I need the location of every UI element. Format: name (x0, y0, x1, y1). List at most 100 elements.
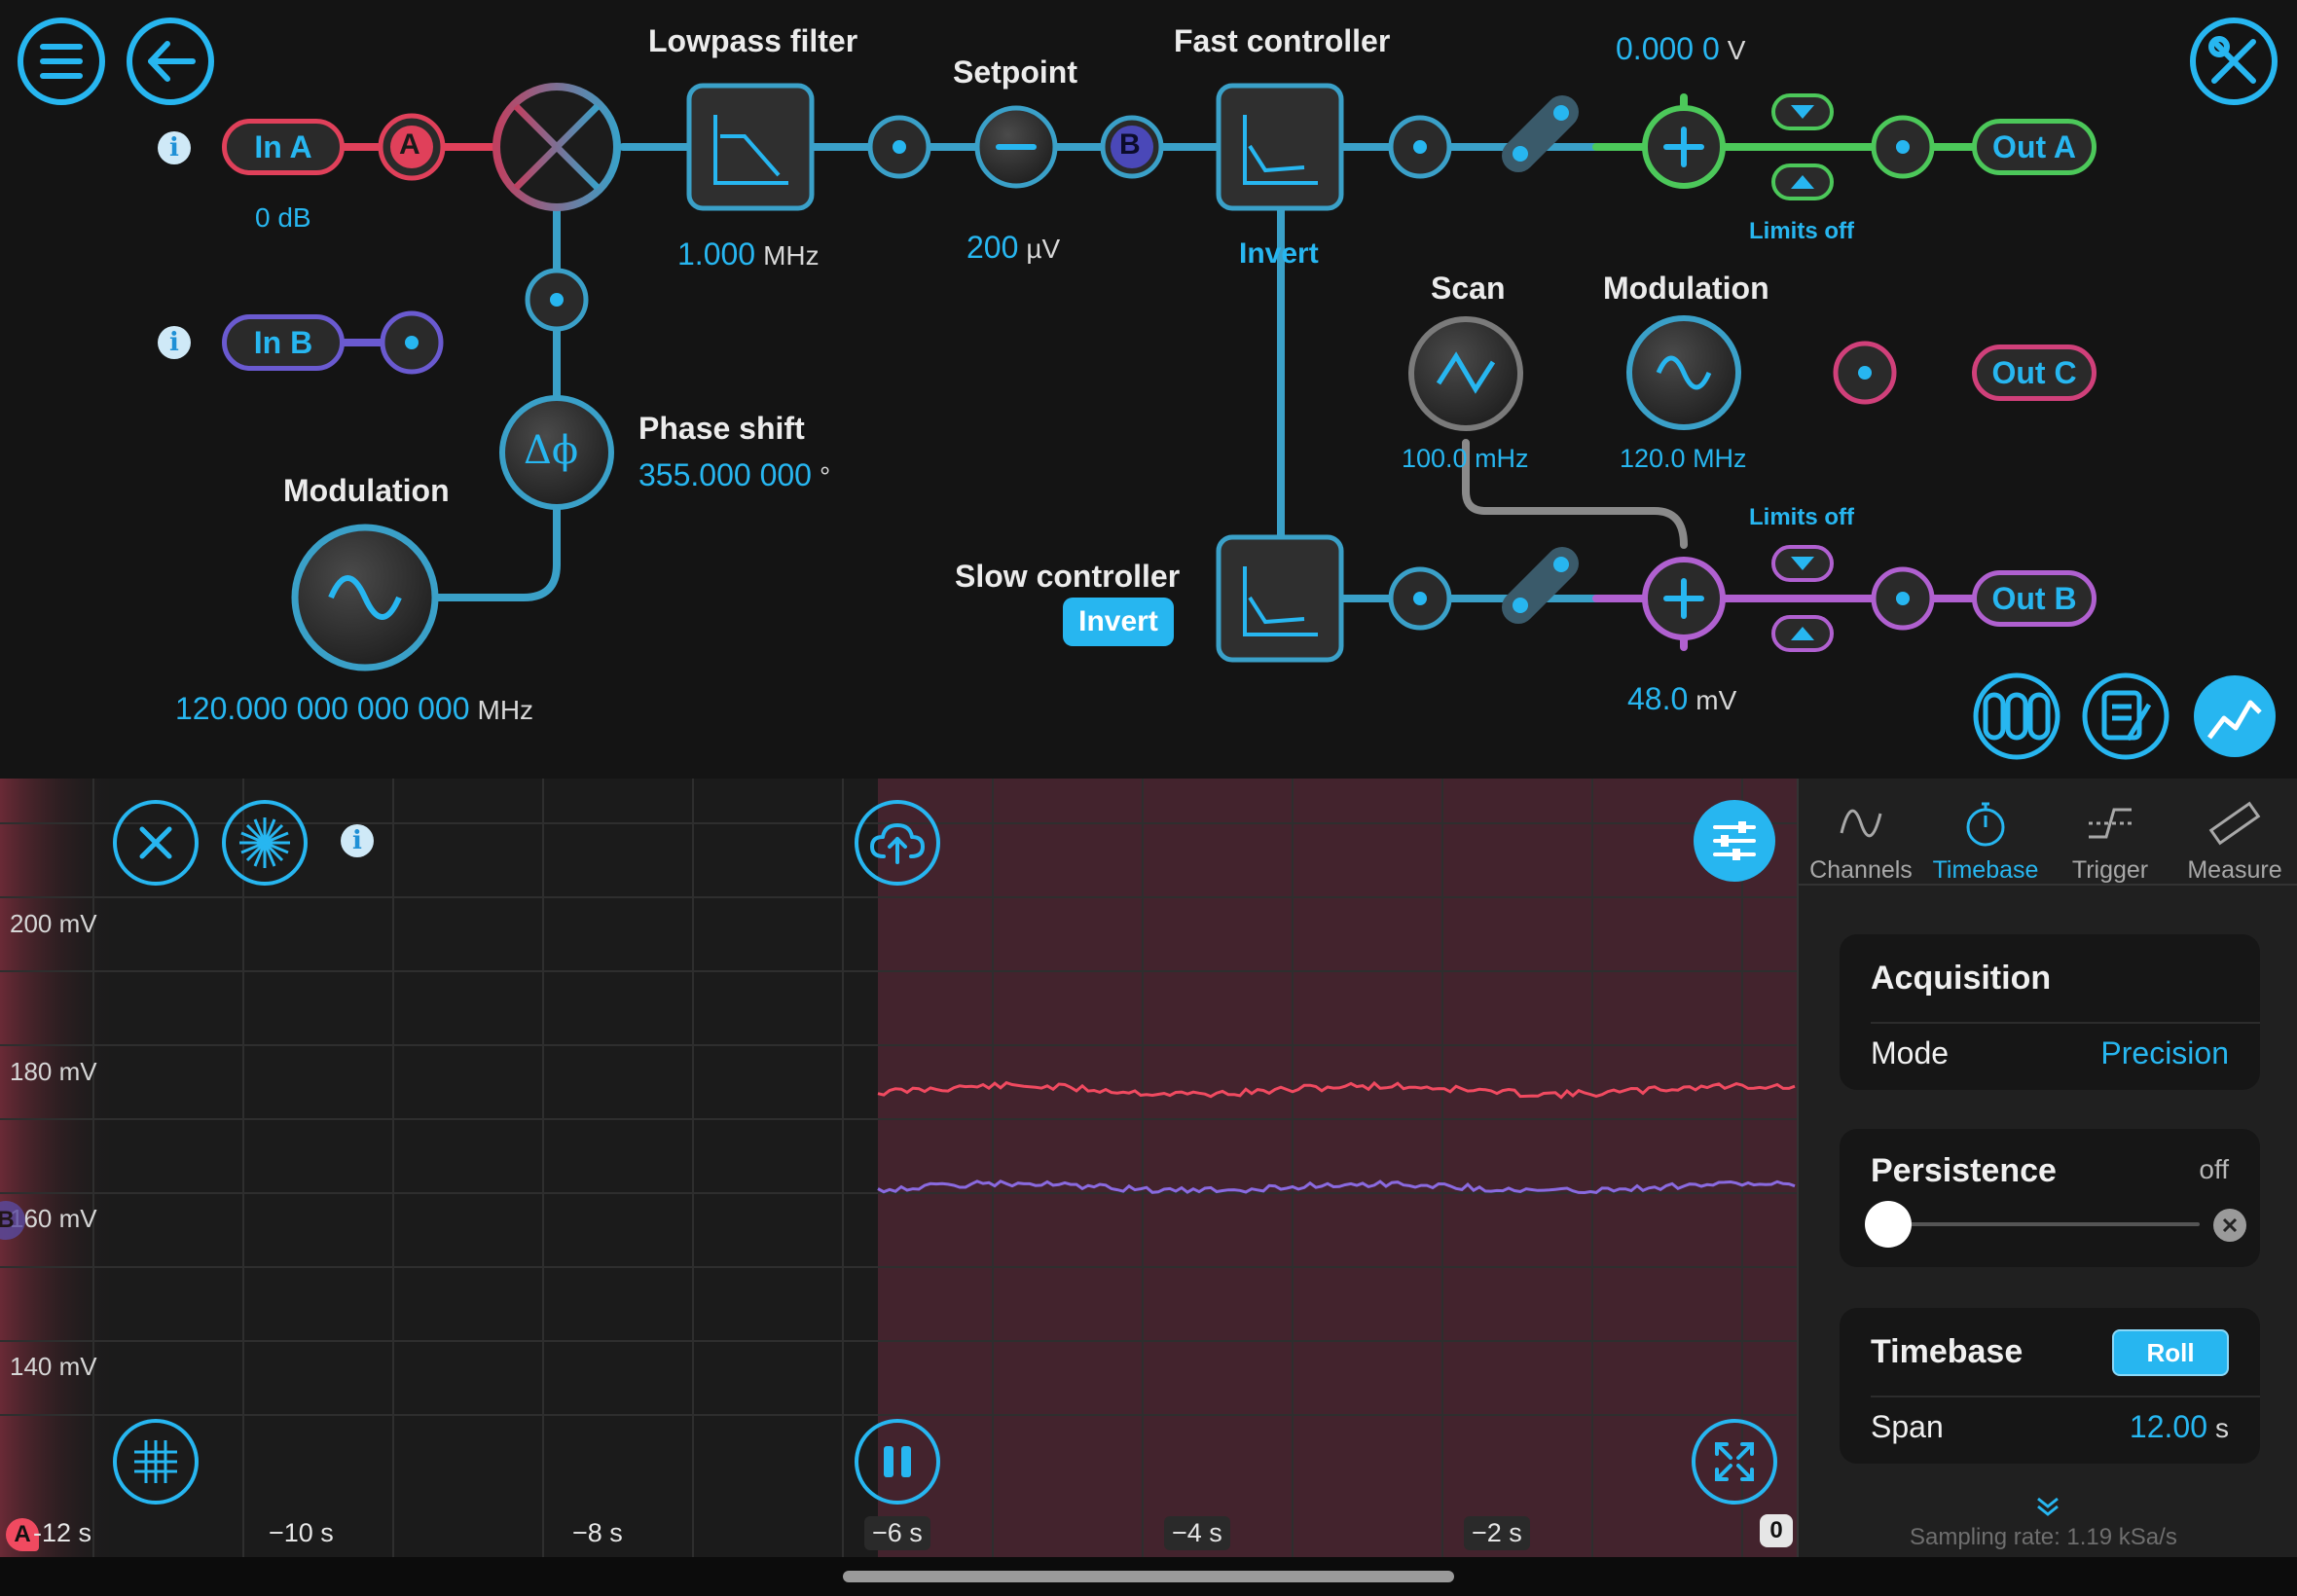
node-dot-1[interactable] (867, 115, 931, 179)
persistence-title: Persistence (1871, 1152, 2057, 1189)
tab-channels[interactable]: Channels (1799, 788, 1923, 886)
limits-b-label: Limits off (1749, 504, 1854, 530)
chevron-down-icon[interactable] (2028, 1493, 2067, 1522)
persistence-clear-button[interactable] (2213, 1209, 2246, 1242)
panels-button[interactable] (1973, 672, 2060, 760)
tab-timebase[interactable]: Timebase (1923, 788, 2048, 886)
marker-a[interactable] (378, 113, 446, 181)
phase-shift-readout[interactable]: 355.000 000° (638, 457, 831, 492)
span-label: Span (1871, 1409, 1944, 1444)
roll-button[interactable]: Roll (2112, 1329, 2229, 1376)
sampling-rate: Sampling rate: 1.19 kSa/s (1910, 1524, 2177, 1550)
slow-controller-block[interactable] (1216, 534, 1344, 663)
marker-b[interactable] (1100, 115, 1164, 179)
pause-button[interactable] (855, 1419, 940, 1505)
phase-shift-knob[interactable] (499, 395, 614, 510)
lowpass-icon (713, 115, 788, 185)
sine-icon (1840, 809, 1882, 838)
node-dot-out-c[interactable] (1833, 341, 1897, 405)
fast-invert-label[interactable]: Invert (1239, 237, 1319, 270)
tab-trigger[interactable]: Trigger (2048, 788, 2172, 886)
menu-button[interactable] (18, 18, 105, 105)
limit-up-b[interactable] (1771, 545, 1834, 582)
in-a-pill[interactable]: In A (222, 119, 345, 175)
setpoint-title: Setpoint (953, 54, 1077, 90)
notes-icon (2101, 690, 2152, 742)
acquired-region (878, 779, 1797, 1557)
switch-b-toggle[interactable] (1502, 547, 1579, 624)
out-a-pill[interactable]: Out A (1972, 119, 2096, 175)
modulation-right-knob[interactable] (1626, 315, 1741, 430)
node-dot-out-b[interactable] (1871, 566, 1935, 631)
out-c-pill[interactable]: Out C (1972, 345, 2096, 401)
tab-measure[interactable]: Measure (2172, 788, 2297, 886)
tools-button[interactable] (2190, 18, 2278, 105)
zero-time-marker[interactable]: 0 (1760, 1514, 1793, 1547)
x-label-minus-2: −2 s (1464, 1516, 1530, 1550)
slow-controller-title: Slow controller (955, 559, 1181, 594)
sum-b-node[interactable] (1642, 557, 1726, 640)
limit-down-b[interactable] (1771, 615, 1834, 652)
slow-invert-button[interactable]: Invert (1063, 598, 1174, 646)
marker-b-label: B (1119, 128, 1141, 161)
lowpass-filter-block[interactable] (686, 83, 815, 211)
in-b-dot[interactable] (380, 310, 444, 375)
mode-value[interactable]: Precision (2100, 1035, 2229, 1070)
grid-button[interactable] (113, 1419, 199, 1505)
wrench-screwdriver-icon (2208, 36, 2256, 84)
home-indicator[interactable] (843, 1571, 1454, 1582)
persistence-slider-track[interactable] (1888, 1222, 2200, 1226)
in-b-pill[interactable]: In B (222, 314, 345, 371)
info-icon[interactable]: i (341, 824, 374, 857)
setpoint-knob[interactable] (974, 105, 1058, 189)
info-icon-in-b[interactable]: i (158, 326, 191, 359)
limit-down-a[interactable] (1771, 163, 1834, 200)
x-label-minus-4: −4 s (1164, 1516, 1230, 1550)
scan-knob[interactable] (1408, 316, 1523, 431)
lowpass-title: Lowpass filter (648, 23, 858, 58)
in-a-gain[interactable]: 0 dB (255, 202, 311, 233)
oscilloscope-view[interactable]: 200 mV 180 mV 160 mV 140 mV B i A 0 (0, 779, 1797, 1557)
mixer-node[interactable] (492, 83, 621, 211)
persistence-slider-thumb[interactable] (1865, 1201, 1912, 1248)
y-label-180: 180 mV (10, 1057, 97, 1086)
modulation-left-title: Modulation (283, 473, 450, 508)
ruler-icon (2208, 801, 2261, 846)
sliders-icon (1713, 821, 1756, 860)
out-b-pill[interactable]: Out B (1972, 570, 2096, 627)
burst-icon (239, 817, 290, 868)
modulation-right-readout[interactable]: 120.0 MHz (1620, 444, 1747, 473)
acquisition-title: Acquisition (1871, 960, 2052, 997)
node-dot-3[interactable] (1388, 566, 1452, 631)
switch-a-toggle[interactable] (1502, 95, 1579, 172)
node-dot-2[interactable] (1388, 115, 1452, 179)
channel-a-marker[interactable]: A (6, 1518, 39, 1551)
upload-button[interactable] (855, 800, 940, 886)
pause-icon (884, 1446, 911, 1477)
back-arrow-icon (148, 41, 196, 82)
expand-button[interactable] (1692, 1419, 1777, 1505)
clear-button[interactable] (113, 800, 199, 886)
notes-button[interactable] (2082, 672, 2169, 760)
scope-button[interactable] (2194, 675, 2276, 757)
fft-button[interactable] (222, 800, 308, 886)
scan-readout[interactable]: 100.0 mHz (1402, 444, 1529, 473)
scope-settings-button[interactable] (1694, 800, 1775, 882)
sum-a-node[interactable] (1642, 105, 1726, 189)
marker-a-label: A (399, 128, 420, 161)
fast-controller-block[interactable] (1216, 83, 1344, 211)
limit-up-a[interactable] (1771, 93, 1834, 130)
plus-icon (1663, 578, 1704, 619)
modulation-left-knob[interactable] (291, 524, 439, 671)
node-dot-out-a[interactable] (1871, 115, 1935, 179)
back-button[interactable] (127, 18, 214, 105)
info-icon-in-a[interactable]: i (158, 131, 191, 164)
limits-a-label: Limits off (1749, 218, 1854, 244)
signal-flow-diagram (18, 18, 2278, 760)
